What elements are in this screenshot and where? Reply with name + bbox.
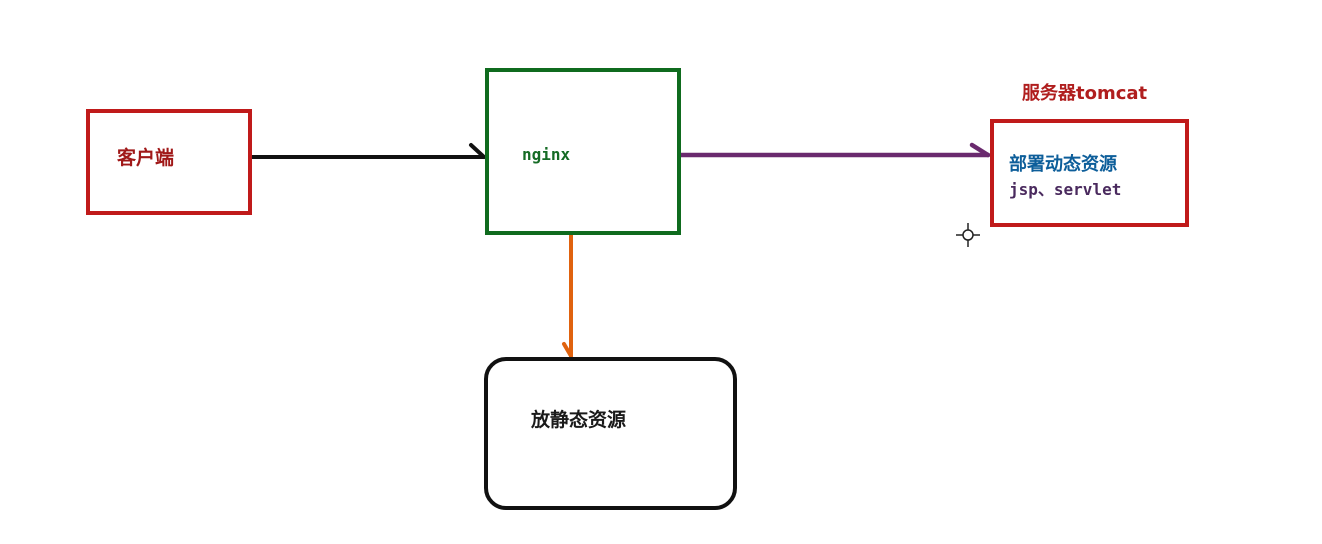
static-resources-node-box	[484, 357, 737, 510]
client-node-box	[86, 109, 252, 215]
static-resources-node-label: 放静态资源	[531, 409, 627, 431]
server-node-line2: jsp、servlet	[1009, 180, 1122, 199]
nginx-node-box	[485, 68, 681, 235]
server-node-box	[990, 119, 1189, 227]
crosshair-cursor-icon	[956, 223, 980, 247]
nginx-node-label: nginx	[522, 145, 571, 164]
server-node-line1: 部署动态资源	[1009, 154, 1117, 175]
client-node-label: 客户端	[117, 147, 175, 169]
arrow-nginx-to-static	[562, 233, 573, 358]
server-node-title: 服务器tomcat	[1022, 83, 1148, 104]
arrow-nginx-to-server	[678, 142, 991, 158]
arrow-client-to-nginx	[249, 143, 486, 159]
